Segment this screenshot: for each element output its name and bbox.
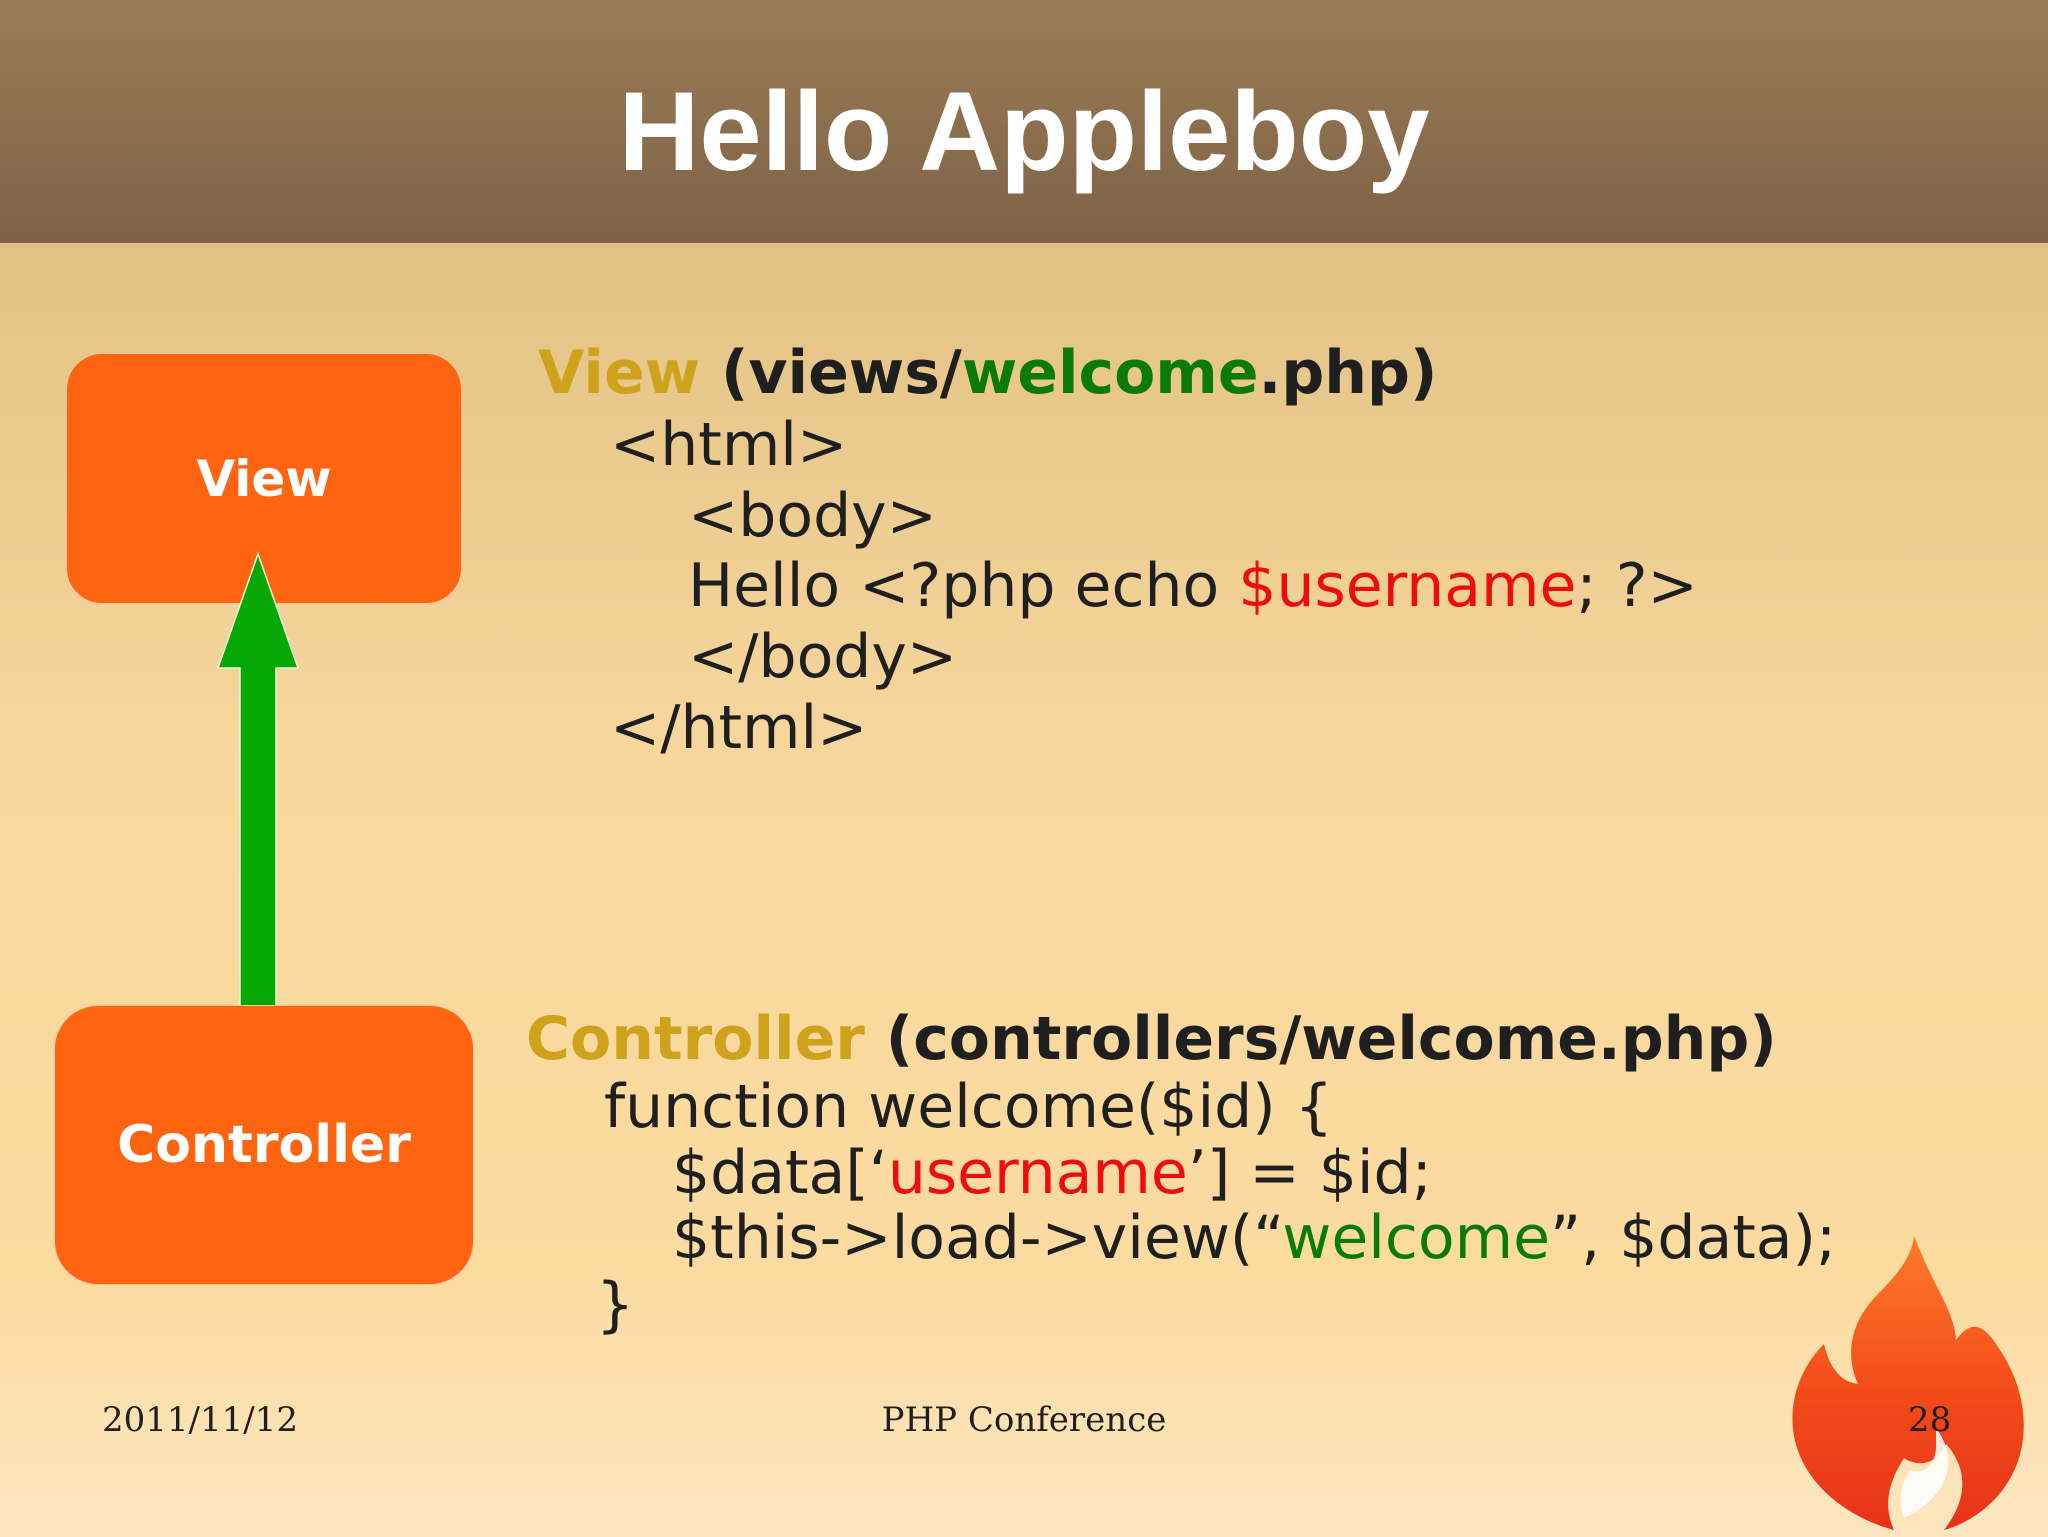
controller-code-line-3: $this->load->view(“welcome”, $data); <box>672 1203 1836 1273</box>
view-code-line-2: <body> <box>688 481 937 551</box>
flame-outer-shape <box>1792 1236 2024 1530</box>
controller-line2-prefix: $data[‘ <box>672 1138 888 1208</box>
view-heading-path-highlight: welcome <box>961 338 1259 408</box>
view-line3-prefix: Hello <?php echo <box>688 551 1239 621</box>
controller-heading-keyword: Controller <box>526 1004 865 1074</box>
controller-line3-suffix: ”, $data); <box>1549 1203 1837 1273</box>
controller-code-line-1: function welcome($id) { <box>604 1072 1333 1142</box>
up-arrow <box>216 552 300 1019</box>
controller-heading-path: (controllers/welcome.php) <box>864 1004 1777 1074</box>
controller-line3-name: welcome <box>1282 1203 1550 1273</box>
footer-date: 2011/11/12 <box>102 1400 298 1440</box>
flame-logo-icon <box>1792 1236 2024 1530</box>
controller-box: Controller <box>54 1005 474 1285</box>
slide-header <box>0 0 2048 243</box>
view-code-line-4: </body> <box>688 622 958 692</box>
view-line3-variable: $username <box>1238 551 1577 621</box>
footer-event: PHP Conference <box>881 1400 1167 1440</box>
view-code-line-5: </html> <box>610 693 868 763</box>
controller-line2-suffix: ’] = $id; <box>1187 1138 1432 1208</box>
controller-line3-prefix: $this->load->view(“ <box>672 1203 1283 1273</box>
view-code-heading: View (views/welcome.php) <box>538 338 1437 408</box>
view-code-line-3: Hello <?php echo $username; ?> <box>688 551 1698 621</box>
view-box-label: View <box>196 449 332 508</box>
controller-code-heading: Controller (controllers/welcome.php) <box>526 1004 1777 1074</box>
controller-code-line-4: } <box>596 1270 635 1340</box>
slide-title: Hello Appleboy <box>618 69 1430 194</box>
controller-line2-key: username <box>887 1138 1188 1208</box>
controller-code-line-2: $data[‘username’] = $id; <box>672 1138 1432 1208</box>
footer-page-number: 28 <box>1908 1400 1952 1440</box>
view-box: View <box>66 353 462 604</box>
flame-inner-shape <box>1900 1428 1949 1518</box>
up-arrow-shape <box>216 552 300 1019</box>
view-heading-path-open: (views/ <box>700 338 962 408</box>
view-code-line-1: <html> <box>610 410 848 480</box>
view-heading-path-close: .php) <box>1258 338 1438 408</box>
view-heading-keyword: View <box>538 338 701 408</box>
view-line3-suffix: ; ?> <box>1576 551 1698 621</box>
controller-box-label: Controller <box>117 1115 411 1175</box>
